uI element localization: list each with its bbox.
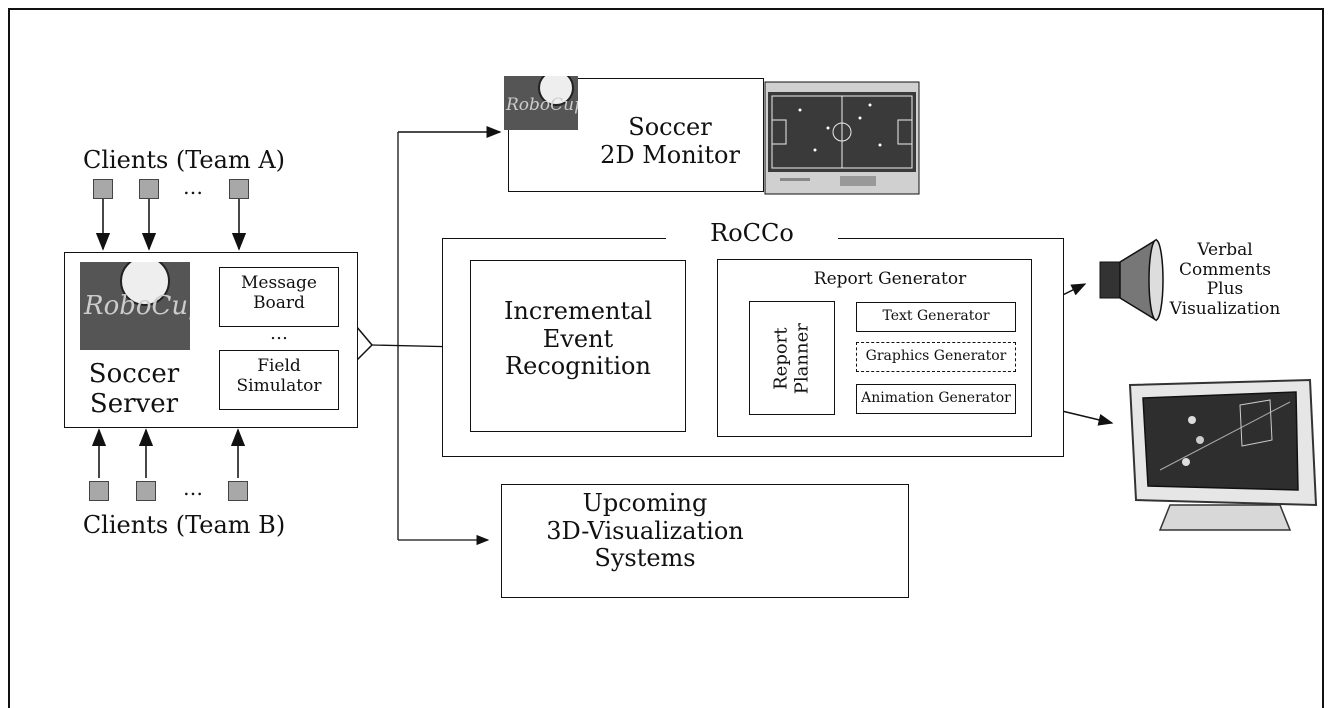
rocco-title-gap — [666, 228, 838, 250]
client-a3 — [229, 179, 249, 199]
robocup-logo-small-text: RoboCup — [506, 95, 578, 115]
rocco-title: RoCCo — [710, 219, 794, 247]
report-planner-box — [749, 301, 835, 415]
client-a2 — [139, 179, 159, 199]
graphics-generator-label: Graphics Generator — [865, 348, 1007, 364]
soccer-ball-icon — [120, 262, 170, 306]
soccer-server-title: Soccer Server — [88, 359, 180, 419]
field-simulator-box — [219, 350, 339, 410]
robocup-logo-text: RoboCup — [84, 291, 190, 321]
incremental-event-recognition-box — [470, 260, 686, 432]
clients-team-b-label: Clients (Team B) — [82, 511, 286, 539]
monitor-icon — [1128, 378, 1318, 531]
upcoming-3d-label: Upcoming 3D-Visualization Systems — [546, 489, 744, 573]
ellipsis-team-a: … — [183, 175, 203, 199]
message-board-label: Message Board — [241, 273, 317, 313]
upcoming-3d-box — [501, 484, 909, 598]
server-ellipsis: … — [270, 323, 288, 344]
soccer-ball-icon-small — [538, 76, 574, 106]
robocup-logo: RoboCup — [80, 262, 190, 350]
figure-frame — [8, 8, 1324, 708]
verbal-comments-label: Verbal Comments Plus Visualization — [1169, 240, 1281, 319]
animation-generator-label: Animation Generator — [861, 390, 1011, 406]
field-simulator-label: Field Simulator — [236, 356, 322, 396]
client-b2 — [136, 481, 156, 501]
report-generator-label: Report Generator — [813, 269, 967, 289]
incremental-event-recognition-label: Incremental Event Recognition — [503, 297, 653, 381]
ellipsis-team-b: … — [183, 476, 203, 500]
text-generator-label: Text Generator — [882, 308, 990, 324]
clients-team-a-label: Clients (Team A) — [82, 146, 286, 174]
speaker-icon — [1099, 238, 1164, 322]
message-board-box — [219, 267, 339, 327]
report-planner-label: Report Planner — [770, 323, 812, 395]
text-generator-box — [856, 302, 1016, 332]
client-a1 — [93, 179, 113, 199]
soccer-field-thumbnail — [764, 81, 920, 195]
animation-generator-box — [856, 384, 1016, 414]
soccer-2d-monitor-title: Soccer 2D Monitor — [600, 113, 740, 169]
client-b1 — [89, 481, 109, 501]
robocup-logo-small: RoboCup — [504, 76, 578, 130]
client-b3 — [228, 481, 248, 501]
graphics-generator-box — [856, 342, 1016, 372]
